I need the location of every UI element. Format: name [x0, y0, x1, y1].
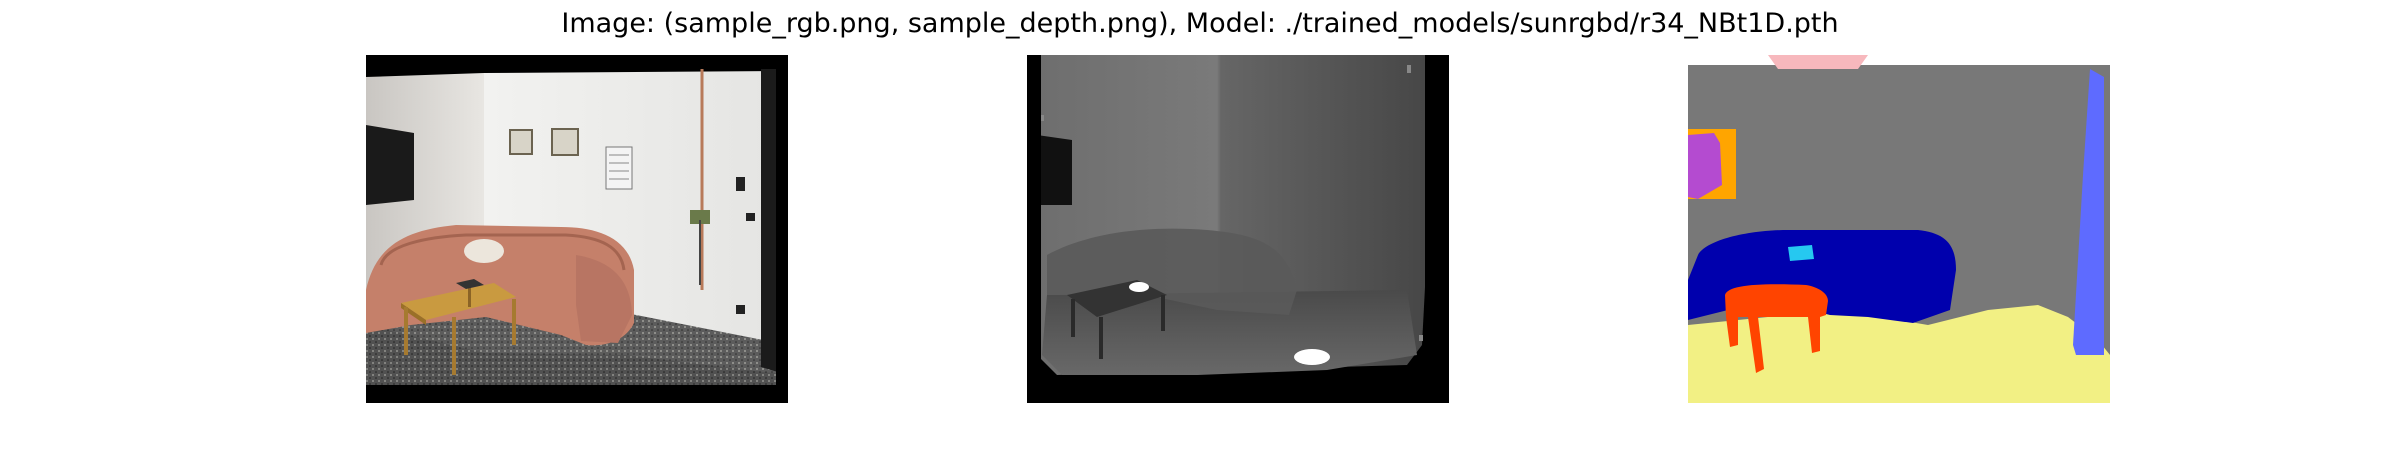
- depth-image: [1027, 55, 1449, 403]
- seg-door: [2073, 69, 2104, 355]
- rgb-image: [366, 55, 788, 403]
- coffee-table: [401, 283, 516, 320]
- umbrella: [690, 210, 710, 224]
- depth-image-panel: [1027, 55, 1449, 403]
- seg-ceiling: [1768, 55, 1868, 69]
- rgb-image-panel: [366, 55, 788, 403]
- wall-calendar: [605, 146, 633, 190]
- segmentation-image: [1688, 55, 2110, 403]
- wall-picture-1: [509, 129, 533, 155]
- tv-screen: [366, 125, 414, 205]
- seg-pillow: [1788, 245, 1814, 261]
- seg-table: [1725, 284, 1828, 373]
- table-object: [456, 279, 484, 289]
- figure-title: Image: (sample_rgb.png, sample_depth.png…: [561, 8, 1839, 39]
- seg-floor: [1688, 305, 2110, 403]
- wall-picture-2: [551, 128, 579, 156]
- light-switch: [736, 177, 745, 191]
- cushion: [464, 239, 504, 263]
- seg-picture: [1688, 133, 1722, 199]
- depth-missing-patch: [1129, 282, 1149, 292]
- segmentation-image-panel: [1688, 55, 2110, 403]
- floor: [366, 305, 788, 403]
